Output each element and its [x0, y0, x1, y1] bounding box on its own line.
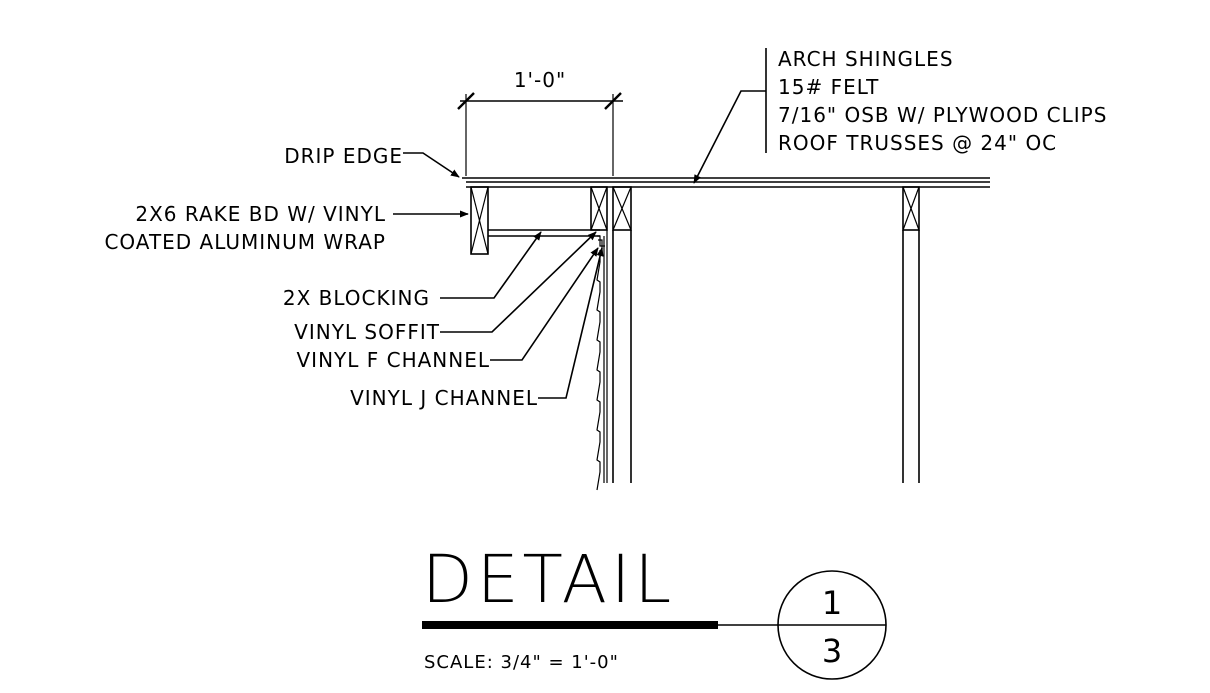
leader-vinyl-soffit — [440, 231, 597, 333]
lap-siding — [596, 250, 601, 491]
exterior-wall — [603, 230, 632, 483]
interior-truss — [902, 186, 920, 483]
label-rake-bd-line2: COATED ALUMINUM WRAP — [104, 230, 386, 254]
dimension-tick-right — [604, 92, 622, 110]
leader-vinyl-f-channel — [490, 247, 599, 361]
dimension-1ft: 1'-0" — [457, 68, 623, 176]
label-2x-blocking: 2X BLOCKING — [283, 286, 430, 310]
leader-drip-edge — [403, 152, 460, 178]
top-plate-outline — [612, 186, 632, 231]
note-felt: 15# FELT — [778, 75, 879, 99]
title-block: DETAIL SCALE: 3/4" = 1'-0" 1 3 — [422, 541, 887, 680]
rake-board-outline — [470, 186, 489, 255]
title-underline-thick — [422, 621, 718, 629]
blocking-outline — [590, 186, 608, 231]
spec-notes: ARCH SHINGLES 15# FELT 7/16" OSB W/ PLYW… — [693, 47, 1107, 184]
note-roof-trusses: ROOF TRUSSES @ 24" OC — [778, 131, 1057, 155]
leader-2x-blocking — [440, 231, 542, 299]
label-vinyl-soffit: VINYL SOFFIT — [294, 320, 440, 344]
roof-deck — [462, 177, 990, 188]
label-rake-bd-line1: 2X6 RAKE BD W/ VINYL — [135, 202, 386, 226]
label-vinyl-f-channel: VINYL F CHANNEL — [296, 348, 490, 372]
top-plate — [612, 186, 632, 231]
note-osb: 7/16" OSB W/ PLYWOOD CLIPS — [778, 103, 1107, 127]
blocking-member — [590, 186, 608, 231]
spec-notes-leader — [693, 90, 766, 184]
dimension-tick-left — [457, 92, 475, 110]
label-drip-edge: DRIP EDGE — [284, 144, 403, 168]
callouts: DRIP EDGE 2X6 RAKE BD W/ VINYL COATED AL… — [104, 144, 604, 410]
detail-number: 1 — [822, 584, 842, 622]
scale-text: SCALE: 3/4" = 1'-0" — [424, 652, 619, 673]
leader-vinyl-j-channel — [538, 247, 604, 399]
rake-board — [470, 186, 489, 255]
dimension-text: 1'-0" — [514, 68, 566, 92]
label-vinyl-j-channel: VINYL J CHANNEL — [350, 386, 538, 410]
sheet-number: 3 — [822, 632, 842, 670]
detail-title: DETAIL — [422, 541, 675, 618]
note-arch-shingles: ARCH SHINGLES — [778, 47, 954, 71]
interior-truss-block — [902, 186, 920, 231]
